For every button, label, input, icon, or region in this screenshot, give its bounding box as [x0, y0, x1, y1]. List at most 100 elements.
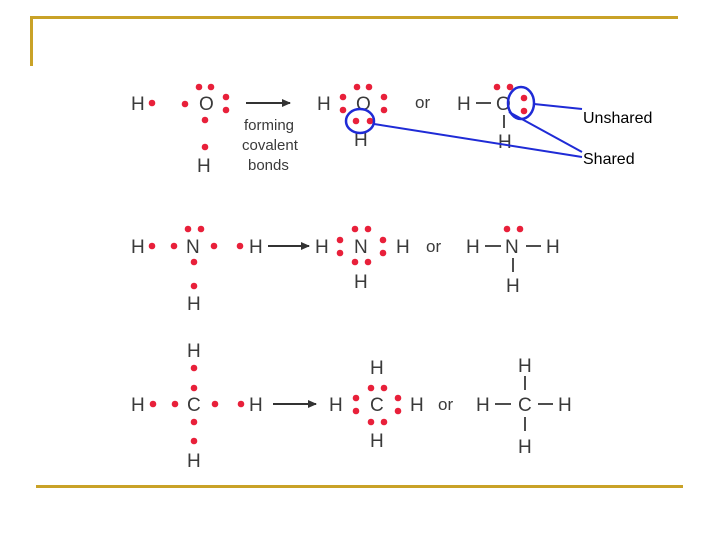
- methane-reactant-h-right: H: [249, 395, 263, 416]
- electron-dot: [366, 117, 374, 125]
- electron-dot: [207, 83, 215, 91]
- electron-dot: [352, 407, 360, 415]
- electron-dot: [380, 93, 388, 101]
- electron-dot: [351, 258, 359, 266]
- electron-dot: [520, 107, 528, 115]
- water-or-label: or: [415, 93, 430, 112]
- callout-annotations: Unshared Shared: [344, 85, 652, 168]
- electron-dot: [171, 400, 179, 408]
- water-structural-h-bottom: H: [498, 132, 512, 153]
- shared-pointer-line: [373, 123, 583, 158]
- top-rule: [30, 16, 678, 19]
- electron-dot: [336, 236, 344, 244]
- unshared-leader-line: [533, 103, 583, 110]
- methane-reactant-h-left: H: [131, 395, 145, 416]
- electron-dot: [339, 93, 347, 101]
- electron-dot: [222, 93, 230, 101]
- ammonia-structural-h-bottom: H: [506, 276, 520, 297]
- electron-dot: [493, 83, 501, 91]
- electron-dot: [336, 249, 344, 257]
- unshared-label: Unshared: [583, 110, 652, 127]
- electron-dot: [380, 384, 388, 392]
- methane-lewis-h-top: H: [370, 358, 384, 379]
- electron-dot: [236, 242, 244, 250]
- ammonia-lewis-h-bottom: H: [354, 272, 368, 293]
- ammonia-lewis-n: N: [354, 237, 368, 258]
- electron-dot: [149, 400, 157, 408]
- electron-dot: [197, 225, 205, 233]
- ammonia-lewis-h-left: H: [315, 237, 329, 258]
- ammonia-reactant-n: N: [186, 237, 200, 258]
- water-structural-h-left: H: [457, 94, 471, 115]
- methane-reactant-h-top: H: [187, 341, 201, 362]
- electron-dot: [394, 407, 402, 415]
- methane-structural-h-left: H: [476, 395, 490, 416]
- methane-reactant-c: C: [187, 395, 201, 416]
- electron-dot: [181, 100, 189, 108]
- ammonia-lewis-h-right: H: [396, 237, 410, 258]
- electron-dot: [367, 384, 375, 392]
- ammonia-reactant-h-right: H: [249, 237, 263, 258]
- electron-dot: [367, 418, 375, 426]
- electron-dot: [379, 236, 387, 244]
- methane-lewis-h-right: H: [410, 395, 424, 416]
- arrow-caption-line-3: bonds: [248, 157, 289, 174]
- electron-dot: [190, 437, 198, 445]
- electron-dot: [170, 242, 178, 250]
- arrow-caption-line-2: covalent: [242, 137, 299, 154]
- ammonia-reactant-h-left: H: [131, 237, 145, 258]
- electron-dot: [201, 116, 209, 124]
- electron-dot: [351, 225, 359, 233]
- electron-dot: [201, 143, 209, 151]
- ammonia-reactant-h-bottom: H: [187, 294, 201, 315]
- methane-structural-h-right: H: [558, 395, 572, 416]
- electron-dot: [380, 418, 388, 426]
- ammonia-structural-n: N: [505, 237, 519, 258]
- ammonia-or-label: or: [426, 237, 441, 256]
- ammonia-row: H N H H H N H H: [131, 225, 560, 315]
- electron-dot: [353, 83, 361, 91]
- electron-dot: [190, 418, 198, 426]
- electron-dot: [339, 106, 347, 114]
- electron-dot: [516, 225, 524, 233]
- electron-dot: [190, 364, 198, 372]
- water-reactant-o: O: [199, 94, 214, 115]
- electron-dot: [520, 94, 528, 102]
- electron-dot: [365, 83, 373, 91]
- methane-lewis-h-left: H: [329, 395, 343, 416]
- water-row: H O H forming covalent bonds H O: [131, 83, 528, 177]
- electron-dot: [190, 258, 198, 266]
- shared-label: Shared: [583, 151, 635, 168]
- electron-dot: [195, 83, 203, 91]
- ammonia-structural-h-right: H: [546, 237, 560, 258]
- electron-dot: [211, 400, 219, 408]
- electron-dot: [506, 83, 514, 91]
- ammonia-structural-h-left: H: [466, 237, 480, 258]
- methane-reactant-h-bottom: H: [187, 451, 201, 472]
- electron-dot: [380, 106, 388, 114]
- methane-lewis-c: C: [370, 395, 384, 416]
- electron-dot: [364, 225, 372, 233]
- shared-pair-highlight: [344, 107, 376, 135]
- electron-dot: [364, 258, 372, 266]
- electron-dot: [394, 394, 402, 402]
- electron-dot: [503, 225, 511, 233]
- methane-or-label: or: [438, 395, 453, 414]
- methane-lewis-h-bottom: H: [370, 431, 384, 452]
- electron-dot: [352, 394, 360, 402]
- bottom-rule: [36, 485, 683, 488]
- electron-dot: [352, 117, 360, 125]
- electron-dot: [222, 106, 230, 114]
- electron-dot: [148, 99, 156, 107]
- electron-dot: [148, 242, 156, 250]
- electron-dot: [379, 249, 387, 257]
- electron-dot: [210, 242, 218, 250]
- water-lewis-h-bottom: H: [354, 130, 368, 151]
- water-reactant-h1: H: [131, 94, 145, 115]
- methane-structural-h-top: H: [518, 356, 532, 377]
- arrow-caption-line-1: forming: [244, 117, 294, 134]
- water-lewis-h-left: H: [317, 94, 331, 115]
- electron-dot: [190, 384, 198, 392]
